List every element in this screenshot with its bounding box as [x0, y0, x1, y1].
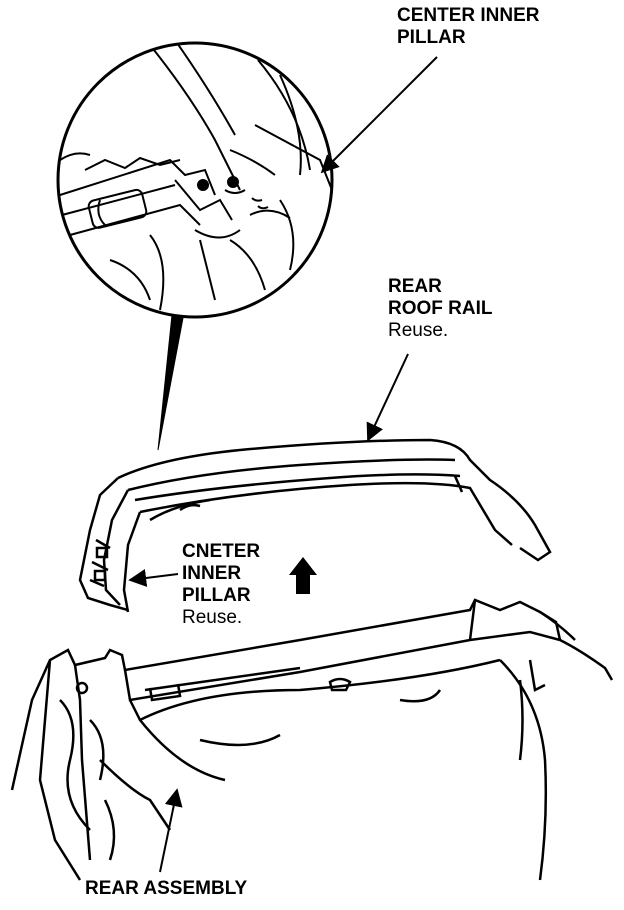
detail-magnifier	[56, 41, 334, 451]
label-note: Reuse.	[182, 607, 243, 628]
label-center-inner-pillar-top: CENTER INNER PILLAR	[397, 5, 540, 49]
leader-rear-roof-rail	[366, 353, 409, 442]
label-line: REAR	[388, 276, 442, 297]
label-line: REAR ASSEMBLY	[85, 878, 248, 899]
label-line: PILLAR	[182, 585, 251, 606]
leader-center-inner-pillar-side	[128, 569, 179, 587]
up-arrow-icon	[289, 557, 317, 594]
label-line: PILLAR	[397, 27, 466, 48]
label-line: INNER	[182, 563, 242, 584]
label-rear-roof-rail: REAR ROOF RAIL Reuse.	[388, 276, 493, 342]
label-line: ROOF RAIL	[388, 298, 493, 319]
label-line: CENTER INNER	[397, 5, 540, 26]
label-rear-assembly: REAR ASSEMBLY	[85, 878, 247, 900]
leader-rear-assembly	[159, 788, 183, 873]
leader-center-inner-pillar-top	[320, 56, 438, 174]
rear-assembly-part	[10, 598, 614, 881]
leader-lines	[128, 56, 438, 873]
label-line: CNETER	[182, 541, 261, 562]
label-note: Reuse.	[388, 320, 449, 341]
label-center-inner-pillar-side: CNETER INNER PILLAR Reuse.	[182, 541, 260, 629]
rear-roof-rail-part	[78, 438, 552, 613]
